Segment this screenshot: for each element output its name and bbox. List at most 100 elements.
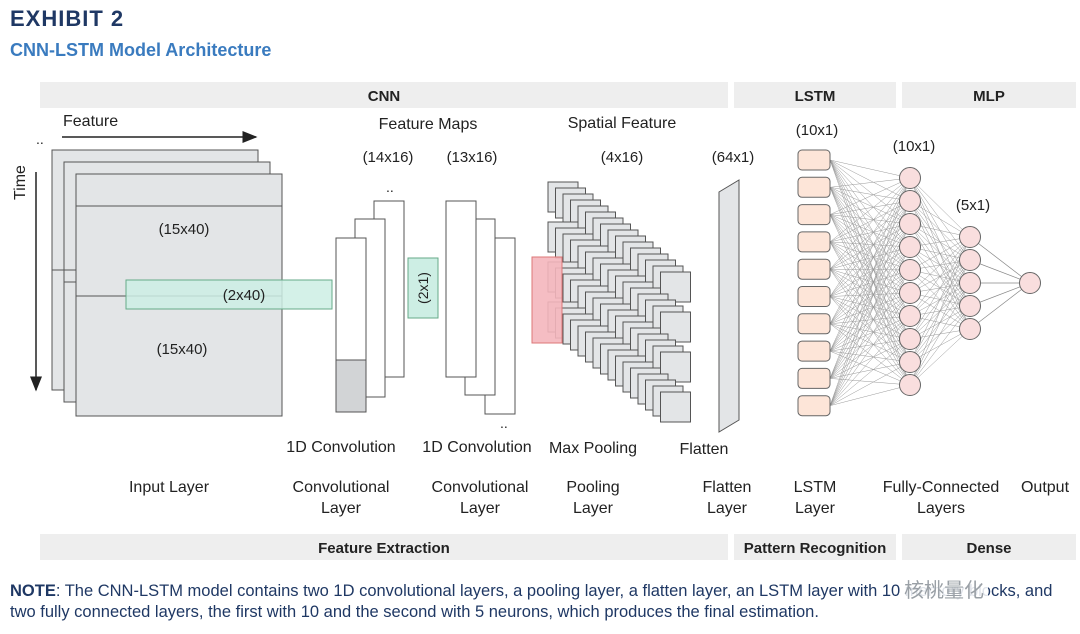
label-lstm-line2: Layer (795, 500, 836, 517)
label-output: Output (1021, 479, 1070, 496)
fc1-dim: (10x1) (893, 138, 936, 155)
conv-layer-1: Feature Maps (14x16) .. (335, 116, 478, 413)
lstm-cell (797, 231, 831, 253)
pool-square (660, 391, 691, 423)
conv-layer-2: (13x16) .. (445, 149, 516, 431)
connection-line (829, 187, 911, 225)
lstm-cell (797, 313, 831, 335)
conv1-ellipsis-icon: .. (386, 179, 394, 195)
conv2-ellipsis-icon: .. (500, 415, 508, 431)
fc2-neuron (959, 318, 981, 340)
connection-line (829, 177, 911, 243)
connection-line (829, 159, 911, 248)
lstm-cell (797, 367, 831, 389)
connection-line (829, 269, 911, 297)
connection-line (829, 350, 911, 363)
pooling-layer: Spatial Feature (4x16) (531, 115, 691, 423)
connection-line (829, 214, 911, 363)
feature-maps-label: Feature Maps (379, 116, 478, 133)
connection-lines (829, 159, 1031, 406)
connection-line (829, 292, 911, 379)
connection-line (909, 236, 971, 271)
connection-line (909, 282, 971, 386)
cnn-lstm-diagram: CNN LSTM MLP Feature Extraction Pattern … (12, 82, 1076, 560)
fc1-neuron (899, 259, 921, 281)
band-mlp (902, 82, 1076, 108)
flatten-vector (718, 179, 740, 433)
band-pattern-recognition (734, 534, 896, 560)
note-text: NOTE: The CNN-LSTM model contains two 1D… (10, 581, 1070, 623)
op-flatten: Flatten (680, 441, 729, 458)
connection-line (969, 236, 1031, 284)
op-conv2: 1D Convolution (422, 439, 531, 456)
label-input-layer: Input Layer (129, 479, 210, 496)
input-layer: Feature .. Time (15x40) (15x40) (2x40) (12, 113, 333, 417)
band-dense-label: Dense (966, 540, 1011, 557)
watermark-logo: 核桃量化 (900, 574, 988, 603)
lstm-cell (797, 149, 831, 171)
connection-line (829, 246, 911, 297)
conv1-highlight (335, 359, 367, 413)
diagram-subtitle: CNN-LSTM Model Architecture (10, 40, 272, 60)
time-axis-label: Time (12, 165, 29, 200)
pool-stacks (547, 181, 691, 423)
connection-line (829, 200, 911, 215)
band-lstm (734, 82, 896, 108)
connection-line (829, 223, 911, 297)
band-lstm-label: LSTM (795, 88, 836, 105)
conv2-map-front (445, 200, 477, 378)
connection-line (829, 159, 911, 294)
input-bottom-dim: (15x40) (157, 341, 208, 358)
pool-kernel-highlight (531, 256, 563, 344)
fc2-neuron (959, 249, 981, 271)
connection-line (829, 315, 911, 406)
lstm-cell (797, 340, 831, 362)
label-conv2-line1: Convolutional (432, 479, 529, 496)
fc2-neuron (959, 226, 981, 248)
connection-line (829, 223, 911, 406)
connection-line (829, 159, 911, 225)
connection-line (829, 246, 911, 406)
connection-line (829, 292, 911, 352)
connection-line (829, 214, 911, 248)
label-flatten-line1: Flatten (703, 479, 752, 496)
connection-line (829, 200, 911, 243)
pool-kernel: (2x1) (407, 257, 439, 319)
band-pattern-recognition-label: Pattern Recognition (744, 540, 887, 557)
fc1-neuron (899, 282, 921, 304)
flatten-dim: (64x1) (712, 149, 755, 166)
connection-line (829, 223, 911, 324)
lstm-cell (797, 204, 831, 226)
connection-line (909, 200, 971, 238)
connection-line (829, 177, 911, 352)
connection-line (829, 200, 911, 406)
connection-line (829, 177, 911, 379)
connection-line (909, 305, 971, 386)
connection-line (829, 177, 911, 188)
fc1-neuron (899, 305, 921, 327)
connection-line (829, 241, 911, 271)
band-feature-extraction-label: Feature Extraction (318, 540, 450, 557)
conv1-dim: (14x16) (363, 149, 414, 166)
band-feature-extraction (40, 534, 728, 560)
connection-line (829, 292, 911, 325)
label-conv2-line2: Layer (460, 500, 501, 517)
lstm-cell (797, 395, 831, 417)
connection-line (829, 241, 911, 294)
fc1-neuron (899, 190, 921, 212)
pool-kernel-dim: (2x1) (415, 272, 431, 304)
connection-line (829, 177, 911, 297)
top-bands: CNN LSTM MLP (40, 82, 1076, 108)
fc1-neuron (899, 374, 921, 396)
connection-line (829, 292, 911, 297)
label-conv1-line2: Layer (321, 500, 362, 517)
fc1-neuron (899, 236, 921, 258)
connection-line (829, 241, 911, 248)
connection-line (829, 214, 911, 225)
connection-line (829, 187, 911, 294)
lstm-cell (797, 286, 831, 307)
connection-line (829, 200, 911, 324)
label-pool-line2: Layer (573, 500, 614, 517)
exhibit-title: EXHIBIT 2 (10, 6, 125, 31)
fc2-neuron (959, 272, 981, 294)
